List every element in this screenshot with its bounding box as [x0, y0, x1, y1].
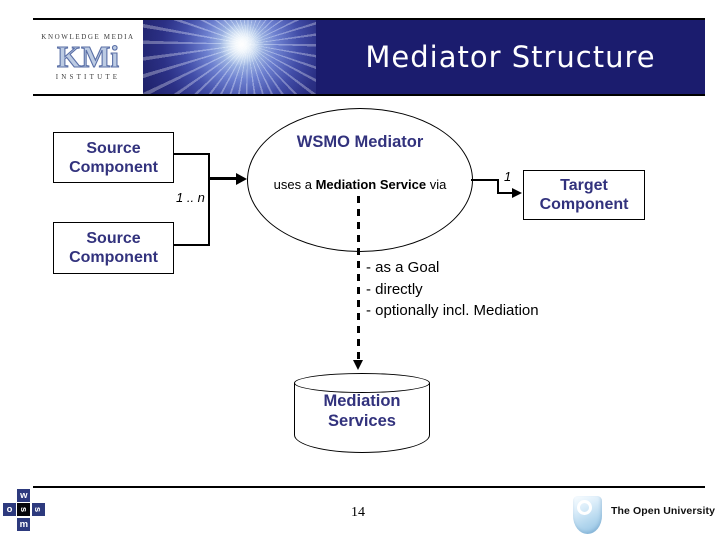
- dashed-arrow-head-icon: [353, 360, 363, 370]
- kmi-logo-top-text: KNOWLEDGE MEDIA: [41, 33, 135, 41]
- wsmo-letter-s: s: [32, 507, 44, 513]
- cylinder-top: [294, 373, 430, 393]
- kmi-logo: KNOWLEDGE MEDIA KMi INSTITUTE: [33, 20, 143, 94]
- mediation-options-list: - as a Goal - directly - optionally incl…: [366, 257, 539, 322]
- wsmo-mediator-ellipse: [247, 108, 473, 252]
- mediation-services-cylinder: Mediation Services: [294, 373, 430, 453]
- wsmo-logo-cell-center: s: [17, 503, 31, 517]
- mediation-option-goal: - as a Goal: [366, 259, 440, 276]
- wsmo-logo-cell-left: o: [3, 503, 16, 517]
- wsmo-letter-m: m: [19, 518, 29, 530]
- cylinder-body: [294, 383, 430, 453]
- page-number: 14: [351, 505, 365, 520]
- mediation-services-label: Mediation Services: [323, 392, 401, 430]
- mediation-option-directly: - directly: [366, 280, 423, 298]
- page-title: Mediator Structure: [365, 40, 656, 74]
- tunnel-banner-image: [143, 20, 316, 94]
- uses-prefix-text: uses a: [273, 177, 316, 192]
- wsmo-letter-s-center: s: [18, 507, 30, 513]
- source-component-top-box: Source Component: [53, 132, 174, 183]
- cardinality-target-label: 1: [504, 169, 512, 184]
- arrow-to-target-stem1: [471, 178, 499, 182]
- wsmo-mediator-label: WSMO Mediator: [296, 133, 424, 151]
- source-component-bottom-box: Source Component: [53, 222, 174, 274]
- slide-header: KNOWLEDGE MEDIA KMi INSTITUTE Mediator S…: [33, 18, 705, 96]
- open-university-label: The Open University: [611, 505, 716, 517]
- wsmo-logo-cell-bottom: m: [17, 517, 31, 531]
- mediation-option-optional: - optionally incl. Mediation: [366, 302, 539, 319]
- wsmo-logo-cell-right: s: [31, 503, 45, 517]
- open-university-shield-icon: [573, 496, 602, 534]
- connector-source-bottom-line: [174, 244, 210, 247]
- dashed-connector-line: [357, 196, 360, 360]
- connector-source-top-line: [174, 153, 210, 156]
- open-university-ring-icon: [577, 500, 592, 515]
- kmi-logo-main-text: KMi: [56, 39, 119, 74]
- cardinality-sources-label: 1 .. n: [176, 190, 205, 205]
- arrow-to-target-stem2: [496, 191, 515, 195]
- wsmo-letter-w: w: [20, 490, 28, 501]
- title-bar: Mediator Structure: [316, 20, 705, 94]
- uses-mediation-service-text: uses a Mediation Service via: [247, 177, 473, 192]
- wsmo-logo-cell-top: w: [17, 489, 31, 502]
- uses-suffix-text: via: [426, 177, 447, 192]
- target-component-box: Target Component: [523, 170, 645, 220]
- arrow-to-mediator-stem: [209, 177, 237, 180]
- footer-divider: [33, 486, 705, 488]
- arrow-to-target-head-icon: [512, 187, 522, 198]
- arrow-to-target-elbow: [496, 178, 500, 194]
- uses-bold-text: Mediation Service: [315, 177, 427, 192]
- connector-merge-line: [207, 153, 210, 246]
- kmi-logo-bottom-text: INSTITUTE: [55, 73, 121, 81]
- arrow-to-mediator-head-icon: [236, 172, 247, 185]
- wsmo-letter-o: o: [6, 504, 13, 516]
- wsmo-logo: w o s s m: [3, 489, 45, 531]
